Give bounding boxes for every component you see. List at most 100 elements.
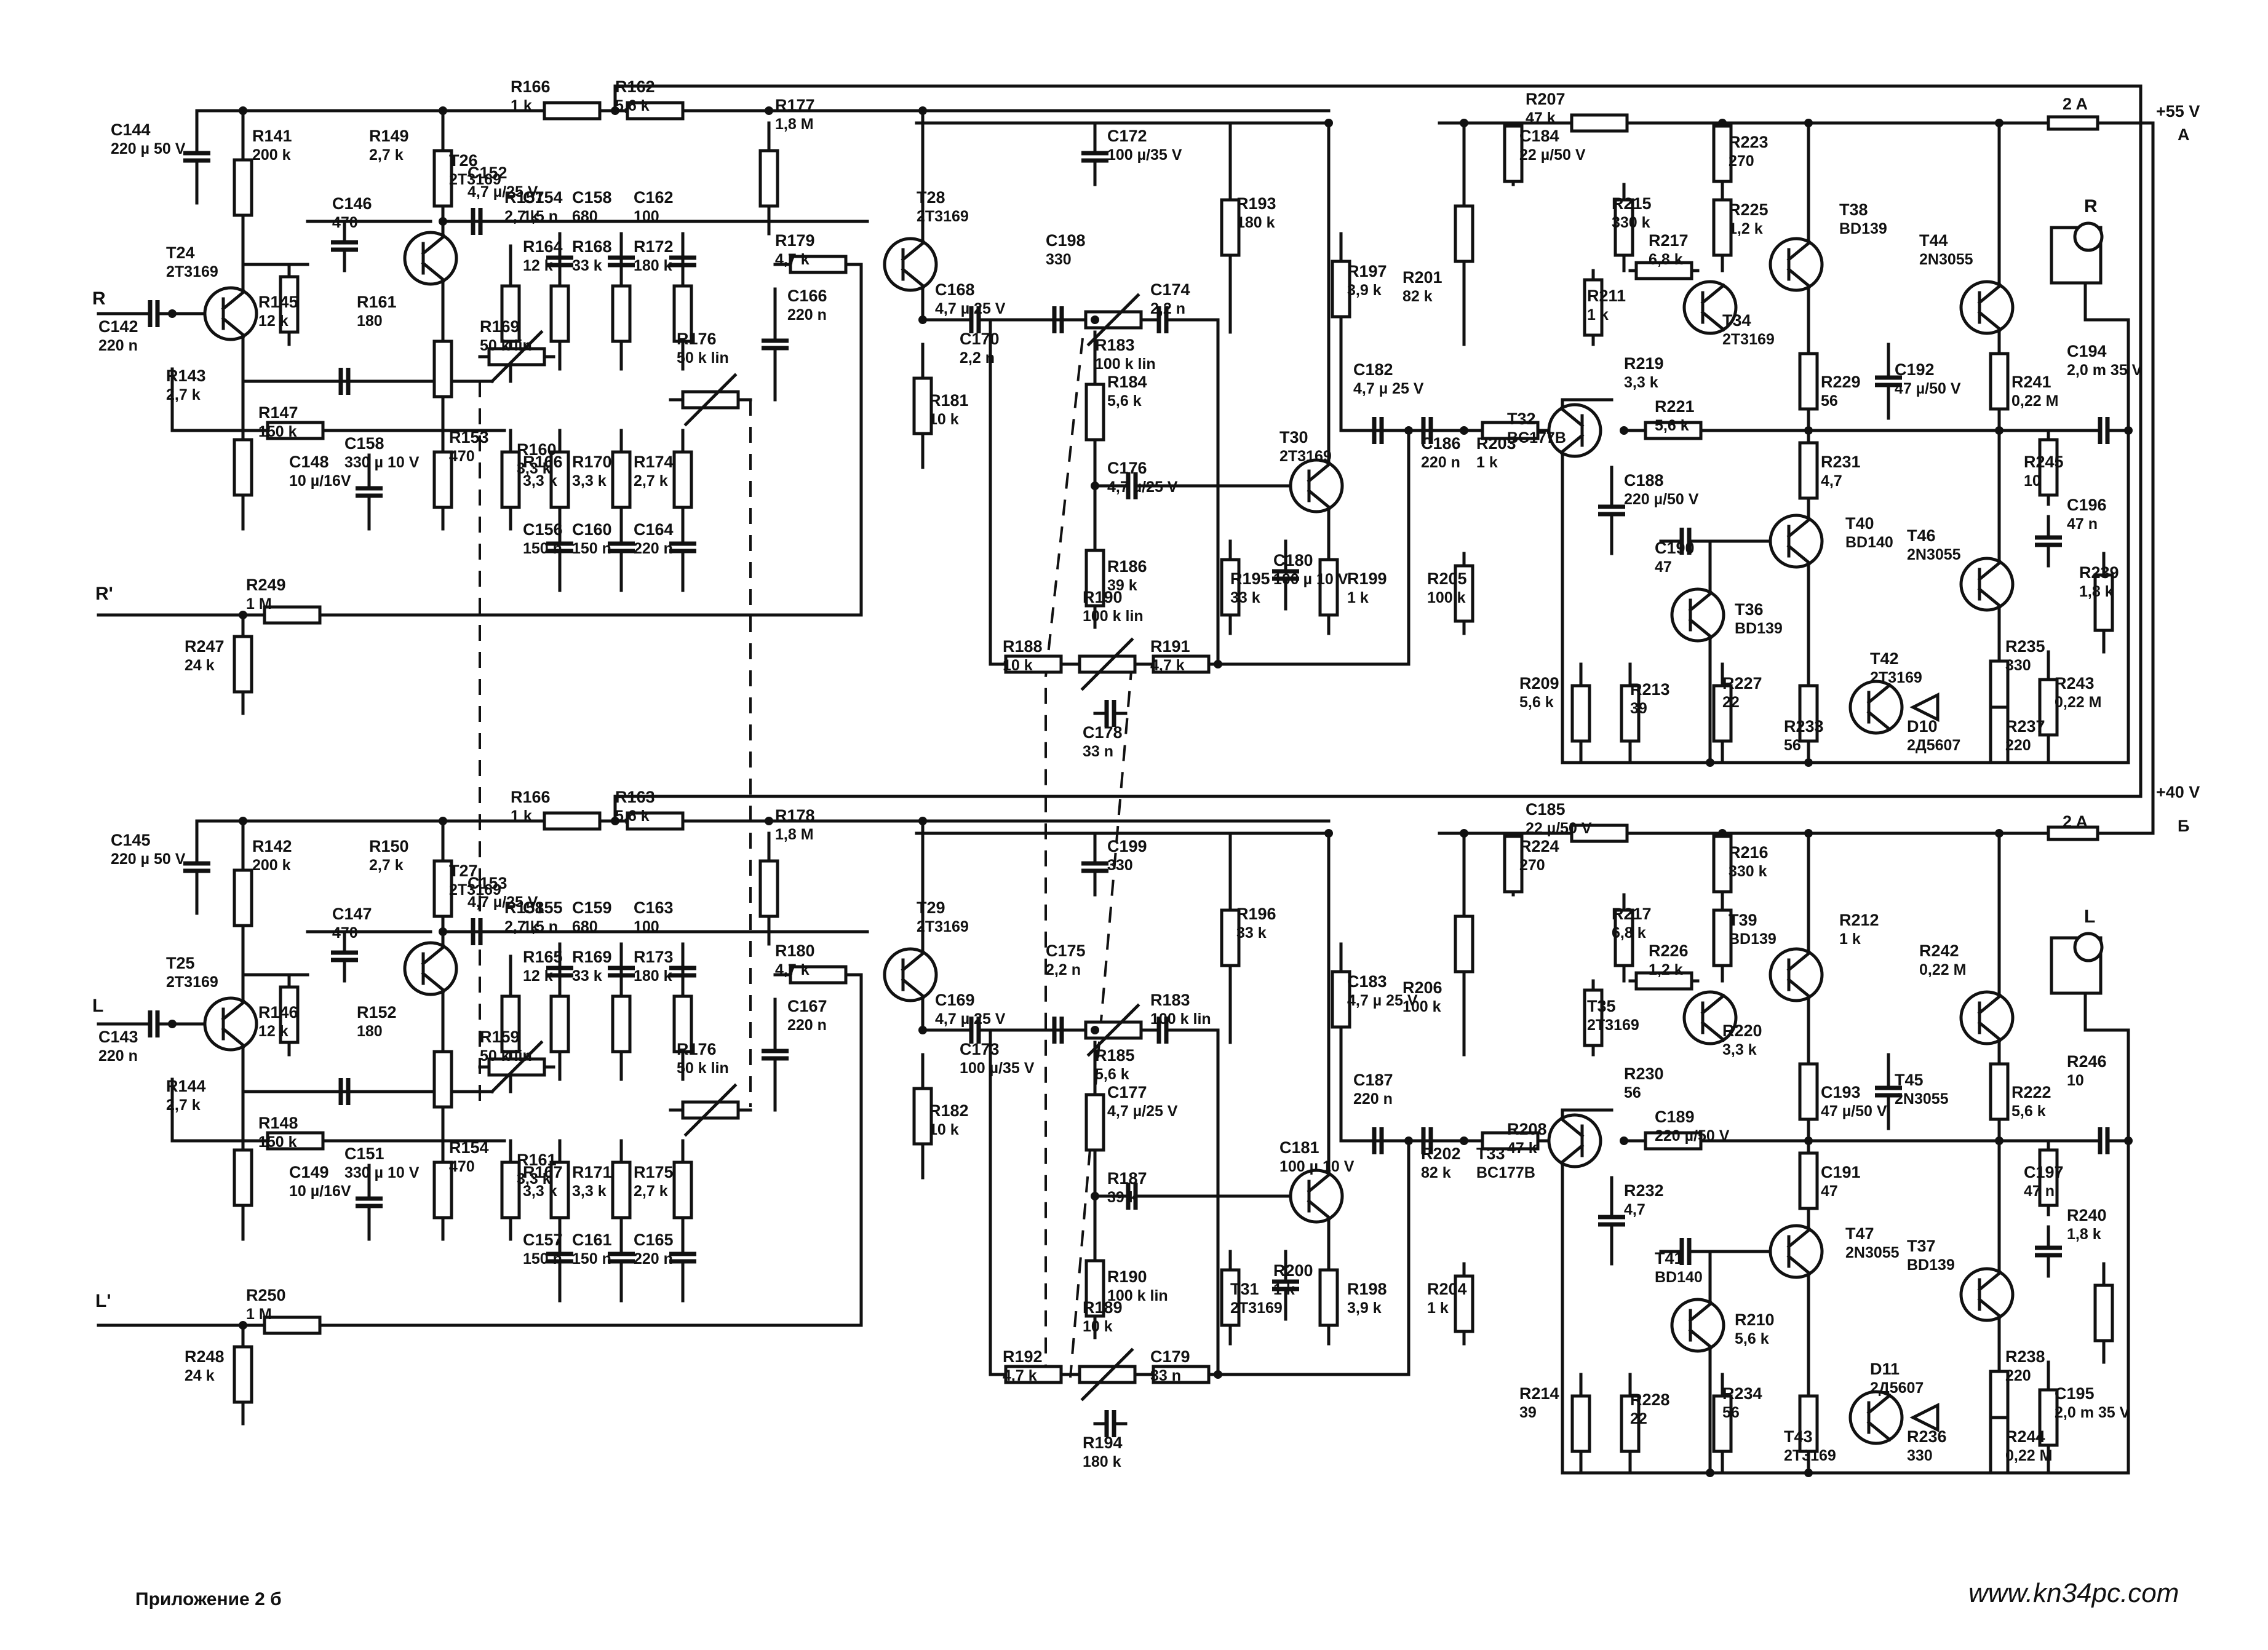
wire bbox=[1216, 429, 1411, 666]
component-ref: R150 bbox=[369, 837, 409, 855]
component-value: BD140 bbox=[1655, 1269, 1703, 1286]
component-value: 220 µ/50 V bbox=[1624, 491, 1699, 508]
junction-dots bbox=[168, 106, 2133, 1477]
component-value: 3,3 k bbox=[517, 1170, 551, 1188]
component-value: 180 k bbox=[1236, 214, 1275, 231]
component-ref: R211 bbox=[1587, 287, 1626, 305]
resistor bbox=[1084, 1259, 1105, 1318]
transistor-emitter bbox=[1977, 310, 2003, 332]
component-value: 220 n bbox=[98, 1047, 138, 1065]
resistor bbox=[2093, 573, 2114, 632]
junction-dot bbox=[439, 927, 447, 936]
component-ref: R148 bbox=[258, 1114, 298, 1132]
transistor-emitter bbox=[1786, 267, 1812, 289]
component-value: 1 k bbox=[1476, 454, 1498, 471]
component-value: 1 M bbox=[246, 595, 272, 613]
component-value: 50 k lin bbox=[480, 1047, 532, 1065]
component-ref: R196 bbox=[1236, 905, 1276, 923]
resistor bbox=[611, 450, 632, 509]
component-ref: T35 bbox=[1587, 997, 1616, 1015]
component-value: 100 k lin bbox=[1150, 1010, 1211, 1028]
component-value: 3,9 k bbox=[1347, 282, 1382, 299]
transistor-body bbox=[403, 941, 458, 996]
component-ref: C168 bbox=[935, 280, 975, 299]
component-value: 150 k bbox=[258, 1133, 297, 1151]
component-value: 82 k bbox=[1421, 1164, 1451, 1181]
wire bbox=[170, 367, 506, 432]
speaker-jack-socket bbox=[2073, 221, 2104, 252]
component-value: 22 bbox=[1630, 1410, 1647, 1427]
component-ref: R203 bbox=[1476, 434, 1516, 453]
component-value: 220 µ 50 V bbox=[111, 140, 186, 157]
component-value: 180 k bbox=[634, 967, 672, 985]
component-ref: C143 bbox=[98, 1028, 138, 1046]
component-ref: R207 bbox=[1526, 90, 1566, 108]
component-value: 2T3169 bbox=[917, 918, 969, 935]
transistor-body bbox=[1769, 237, 1824, 292]
resistor bbox=[2093, 1283, 2114, 1343]
component-ref: R224 bbox=[1519, 837, 1559, 855]
component-ref: C152 bbox=[468, 164, 507, 182]
resistor bbox=[549, 994, 570, 1053]
component-value: 2Д5607 bbox=[1907, 737, 1960, 754]
component-ref: R170 bbox=[572, 453, 612, 471]
junction-dot bbox=[2124, 426, 2133, 435]
resistor bbox=[1989, 352, 2010, 411]
transistor-emitter bbox=[1688, 617, 1714, 640]
component-ref: R169 bbox=[572, 948, 612, 966]
component-value: 4,7 µ/25 V bbox=[468, 894, 538, 911]
component-value: 100 k lin bbox=[1095, 355, 1156, 373]
junction-dot bbox=[439, 106, 447, 115]
component-value: 12 k bbox=[523, 257, 553, 274]
component-value: 150 n bbox=[572, 540, 611, 557]
component-ref: T31 bbox=[1230, 1280, 1259, 1298]
component-ref: R172 bbox=[634, 237, 674, 256]
junction-dot bbox=[1091, 1026, 1099, 1034]
resistor bbox=[1481, 1131, 1540, 1151]
resistor bbox=[912, 376, 933, 435]
component-ref: R180 bbox=[775, 942, 815, 960]
transistor-emitter bbox=[901, 977, 926, 999]
component-value: 180 k bbox=[1083, 1453, 1121, 1470]
component-value: 56 bbox=[1821, 392, 1838, 410]
component-ref: R153 bbox=[449, 428, 489, 446]
component-ref: R191 bbox=[1150, 637, 1190, 656]
component-ref: R209 bbox=[1519, 674, 1559, 692]
component-ref: T39 bbox=[1729, 911, 1757, 929]
component-ref: R182 bbox=[929, 1101, 969, 1120]
component-ref: C142 bbox=[98, 317, 138, 336]
component-value: 270 bbox=[1519, 857, 1545, 874]
component-value: 680 bbox=[572, 208, 598, 225]
component-ref: R204 bbox=[1427, 1280, 1467, 1298]
component-ref: T47 bbox=[1845, 1224, 1874, 1243]
transistor-collector bbox=[1559, 1116, 1585, 1138]
component-value: 3,3 k bbox=[572, 1183, 607, 1200]
component-value: 470 bbox=[332, 924, 358, 942]
component-value: 2N3055 bbox=[1845, 1244, 1900, 1261]
component-value: 470 bbox=[332, 214, 358, 231]
resistor bbox=[1798, 684, 1819, 743]
component-value: 33 k bbox=[1230, 589, 1260, 606]
transistor-body bbox=[1670, 1298, 1725, 1353]
component-value: 2Д5607 bbox=[1870, 1379, 1924, 1397]
footer-url: www.kn34pc.com bbox=[1968, 1578, 2179, 1608]
component-value: 220 µ/50 V bbox=[1655, 1127, 1730, 1144]
transistor-body bbox=[1848, 1390, 1904, 1445]
junction-dot bbox=[1091, 482, 1099, 490]
component-ref: T34 bbox=[1722, 311, 1751, 330]
component-ref: R194 bbox=[1083, 1434, 1123, 1452]
component-value: 4,7 µ 25 V bbox=[935, 300, 1006, 317]
resistor bbox=[611, 994, 632, 1053]
component-value: BD139 bbox=[1735, 620, 1783, 637]
transistor-emitter bbox=[1977, 1020, 2003, 1042]
transistor-emitter bbox=[1688, 1328, 1714, 1350]
wire bbox=[343, 973, 863, 1327]
component-value: 3,3 k bbox=[523, 1183, 557, 1200]
component-ref: R141 bbox=[252, 127, 292, 145]
transistor-emitter bbox=[1700, 1020, 1726, 1042]
rail-plus55-label: +55 V bbox=[2156, 102, 2200, 121]
resistor bbox=[1613, 198, 1634, 257]
resistor bbox=[1331, 970, 1351, 1029]
transistor-collector bbox=[1786, 1227, 1812, 1249]
